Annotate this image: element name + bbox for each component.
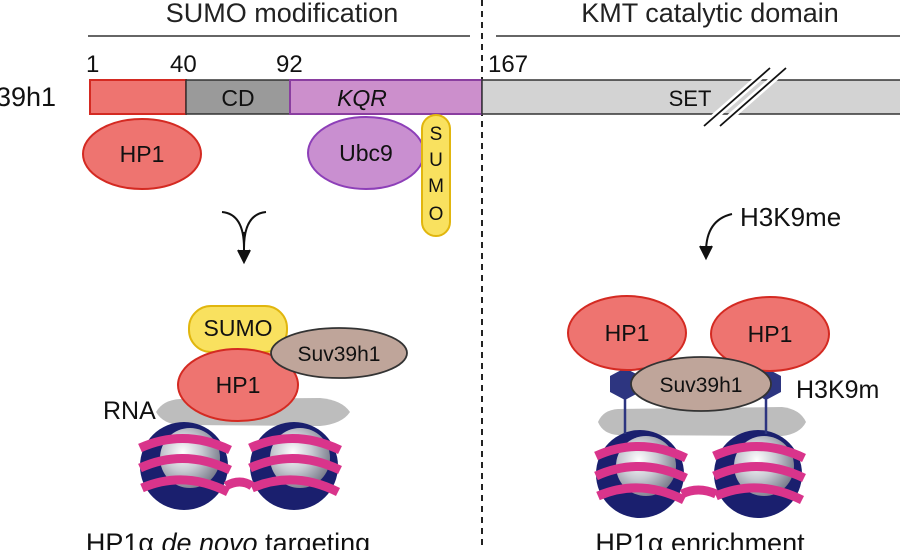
h3k9me-arrow-icon xyxy=(699,213,733,261)
sumo-tag-vertical xyxy=(421,114,451,237)
protein-name-label: 39h1 xyxy=(0,82,56,112)
left-nucleosome-core-2 xyxy=(248,422,342,510)
right-caption: HP1α enrichment xyxy=(595,528,805,550)
right-nucleosome xyxy=(594,407,806,518)
hp1-right-right-label: HP1 xyxy=(748,321,793,347)
hp1-binder-ellipse xyxy=(82,118,202,190)
position-40: 40 xyxy=(170,51,197,78)
hp1-left-label: HP1 xyxy=(216,372,261,398)
truncation-break-icon xyxy=(701,65,789,129)
set-domain-label: SET xyxy=(669,86,712,111)
left-nucleosome-core-1 xyxy=(138,422,232,510)
hp1-left-ellipse xyxy=(177,348,299,422)
right-nucleosome-core-2 xyxy=(712,430,806,518)
merge-arrow-icon xyxy=(221,211,267,265)
header-sumo-modification: SUMO modification xyxy=(166,0,399,28)
hp1-right-right-ellipse xyxy=(710,296,830,372)
hp1-binder-label: HP1 xyxy=(120,141,165,167)
hp1-right-left-ellipse xyxy=(567,295,687,371)
position-167: 167 xyxy=(488,51,528,78)
suv39h1-right-ellipse xyxy=(630,356,772,412)
suv39h1-left-ellipse xyxy=(270,327,408,379)
sumo-letter-s: S xyxy=(430,124,443,145)
suv39h1-left-label: Suv39h1 xyxy=(298,343,381,366)
set-domain xyxy=(481,79,900,115)
header-kmt-catalytic-domain: KMT catalytic domain xyxy=(581,0,839,28)
kqr-domain xyxy=(289,79,483,115)
h3k9me-mark-label: H3K9m xyxy=(796,376,879,404)
hp1-right-left-label: HP1 xyxy=(605,320,650,346)
position-1: 1 xyxy=(86,51,99,78)
position-92: 92 xyxy=(276,51,303,78)
n-terminal-domain xyxy=(89,79,187,115)
methyl-mark-left-icon xyxy=(610,368,640,400)
cd-domain-label: CD xyxy=(221,85,254,111)
h3k9me-arrow-label: H3K9me xyxy=(740,202,841,232)
left-caption: HP1α de novo targeting xyxy=(86,528,370,550)
sumo-letter-m: M xyxy=(428,176,444,197)
sumo-letter-o: O xyxy=(429,204,444,225)
ubc9-label: Ubc9 xyxy=(339,140,393,166)
right-nucleosome-core-1 xyxy=(594,430,688,518)
sumo-left-label: SUMO xyxy=(204,315,273,341)
kqr-domain-label: KQR xyxy=(337,85,387,111)
rna-label: RNA xyxy=(103,397,156,425)
suv39h1-right-label: Suv39h1 xyxy=(660,374,743,397)
sumo-letter-u: U xyxy=(429,150,443,171)
